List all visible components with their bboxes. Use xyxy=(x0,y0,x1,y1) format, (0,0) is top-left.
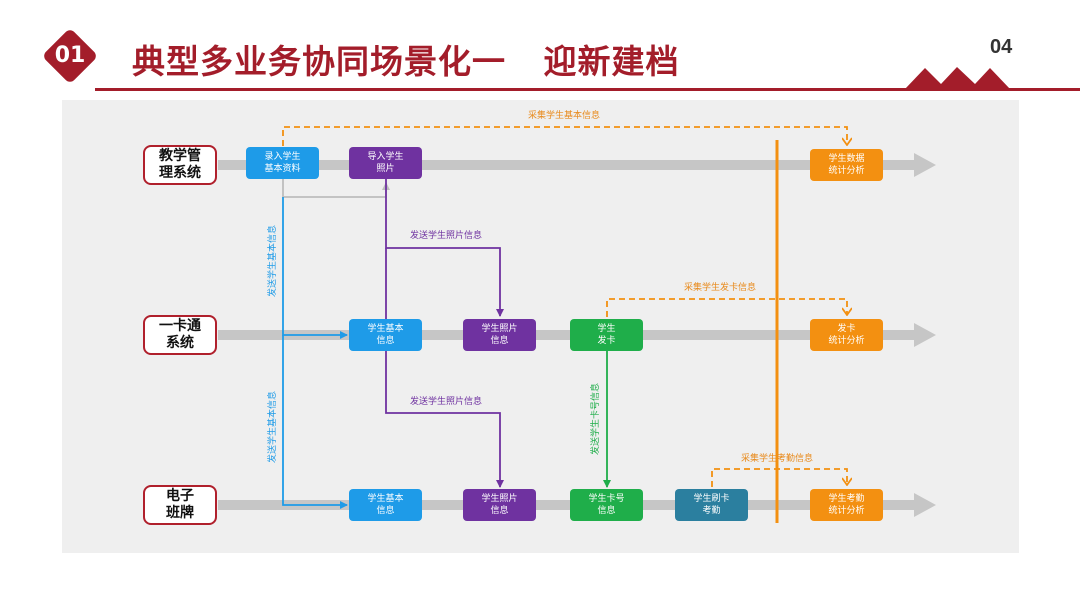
label-send-cardno: 发送学生卡号信息 xyxy=(591,382,601,455)
node-stat-card: 发卡 统计分析 xyxy=(810,319,883,351)
label-collect-basic: 采集学生基本信息 xyxy=(528,111,601,121)
label-send-photo-2: 发送学生照片信息 xyxy=(410,397,483,407)
flow-basic-to-card xyxy=(282,197,348,339)
node-board-attend: 学生刷卡 考勤 xyxy=(675,489,748,521)
flow-photo-to-card xyxy=(385,179,504,317)
flow-basic-to-board xyxy=(282,335,348,509)
lane-board xyxy=(218,493,936,517)
label-send-basic-1: 发送学生基本信息 xyxy=(268,224,278,297)
node-card-basic: 学生基本 信息 xyxy=(349,319,422,351)
node-board-basic: 学生基本 信息 xyxy=(349,489,422,521)
diamond-icon xyxy=(44,30,96,82)
node-import-photo: 导入学生 照片 xyxy=(349,147,422,179)
label-collect-attend: 采集学生考勤信息 xyxy=(741,454,814,464)
system-edu: 教学管 理系统 xyxy=(143,145,217,185)
connector-gray xyxy=(282,178,390,198)
lane-card xyxy=(218,323,936,347)
section-number: 01 xyxy=(54,43,86,68)
node-card-photo: 学生照片 信息 xyxy=(463,319,536,351)
system-card: 一卡通 系统 xyxy=(143,315,217,355)
label-send-basic-2: 发送学生基本信息 xyxy=(268,390,278,463)
lane-edu xyxy=(218,153,936,177)
node-card-issue: 学生 发卡 xyxy=(570,319,643,351)
mountain-decoration xyxy=(905,67,1010,89)
page-title: 典型多业务协同场景化一 迎新建档 xyxy=(132,42,680,81)
node-board-photo: 学生照片 信息 xyxy=(463,489,536,521)
label-collect-card: 采集学生发卡信息 xyxy=(684,283,757,293)
section-badge: 01 xyxy=(35,21,105,91)
title-underline xyxy=(95,88,1080,91)
collect-basic-flow xyxy=(282,126,847,146)
system-board: 电子 班牌 xyxy=(143,485,217,525)
node-stat-data: 学生数据 统计分析 xyxy=(810,149,883,181)
flow-photo-to-board xyxy=(385,248,504,488)
collect-card-flow xyxy=(606,298,847,317)
node-enter-basic: 录入学生 基本资料 xyxy=(246,147,319,179)
page-number: 04 xyxy=(990,36,1013,58)
label-send-photo-1: 发送学生照片信息 xyxy=(410,231,483,241)
collect-attend-flow xyxy=(711,468,847,487)
node-stat-attend: 学生考勤 统计分析 xyxy=(810,489,883,521)
node-board-cardno: 学生卡号 信息 xyxy=(570,489,643,521)
